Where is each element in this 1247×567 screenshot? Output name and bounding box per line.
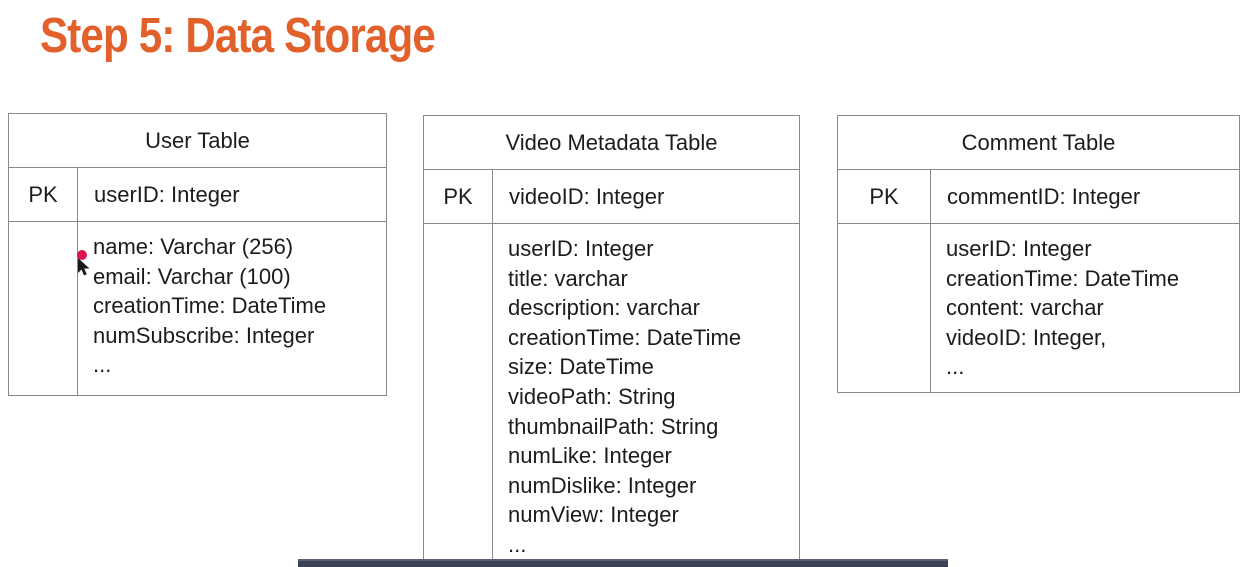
pk-column-spacer	[424, 224, 493, 567]
video-metadata-table: Video Metadata Table PK videoID: Integer…	[423, 115, 800, 567]
table-field: numLike: Integer	[508, 443, 672, 469]
pk-row: PK commentID: Integer	[838, 170, 1239, 224]
pk-column-spacer	[838, 224, 931, 392]
comment-table: Comment Table PK commentID: Integer user…	[837, 115, 1240, 393]
table-field: size: DateTime	[508, 354, 654, 380]
table-field: thumbnailPath: String	[508, 413, 719, 439]
table-field: title: varchar	[508, 265, 628, 291]
table-title: Comment Table	[838, 116, 1239, 170]
field-list: name: Varchar (256) email: Varchar (100) c…	[78, 222, 386, 395]
table-field: numDislike: Integer	[508, 472, 697, 498]
pk-row: PK videoID: Integer	[424, 170, 799, 224]
table-field: userID: Integer	[508, 236, 654, 261]
table-body: userID: Integer creationTime: DateTime con…	[838, 224, 1239, 392]
table-body: userID: Integer title: varchar description…	[424, 224, 799, 567]
pointer-cursor-icon	[77, 250, 90, 276]
table-field: videoPath: String	[508, 383, 676, 409]
pk-field: videoID: Integer	[509, 183, 665, 209]
pk-row: PK userID: Integer	[9, 168, 386, 222]
table-title: User Table	[9, 114, 386, 168]
table-field: ...	[508, 531, 527, 557]
table-field: name: Varchar (256)	[93, 234, 294, 259]
field-list: userID: Integer creationTime: DateTime con…	[931, 224, 1239, 392]
pk-label: PK	[838, 170, 931, 223]
pk-field: commentID: Integer	[947, 183, 1141, 209]
table-field: ...	[93, 352, 112, 378]
table-field: numSubscribe: Integer	[93, 322, 315, 348]
table-field: creationTime: DateTime	[508, 324, 742, 350]
table-field: numView: Integer	[508, 502, 679, 528]
table-field: creationTime: DateTime	[946, 265, 1180, 291]
pk-field: userID: Integer	[94, 181, 240, 207]
field-list: userID: Integer title: varchar description…	[493, 224, 799, 567]
slide-title: Step 5: Data Storage	[40, 9, 436, 63]
pk-label: PK	[9, 168, 78, 221]
table-field: email: Varchar (100)	[93, 263, 291, 289]
table-field: ...	[946, 354, 965, 380]
pk-column-spacer	[9, 222, 78, 395]
table-title: Video Metadata Table	[424, 116, 799, 170]
table-body: name: Varchar (256) email: Varchar (100) c…	[9, 222, 386, 395]
table-field: videoID: Integer,	[946, 324, 1107, 350]
pk-label: PK	[424, 170, 493, 223]
user-table: User Table PK userID: Integer name: Varc…	[8, 113, 387, 396]
table-field: content: varchar	[946, 295, 1104, 321]
table-field: creationTime: DateTime	[93, 293, 327, 319]
table-field: userID: Integer	[946, 236, 1092, 261]
bottom-dark-bar	[298, 559, 948, 567]
table-field: description: varchar	[508, 295, 700, 321]
